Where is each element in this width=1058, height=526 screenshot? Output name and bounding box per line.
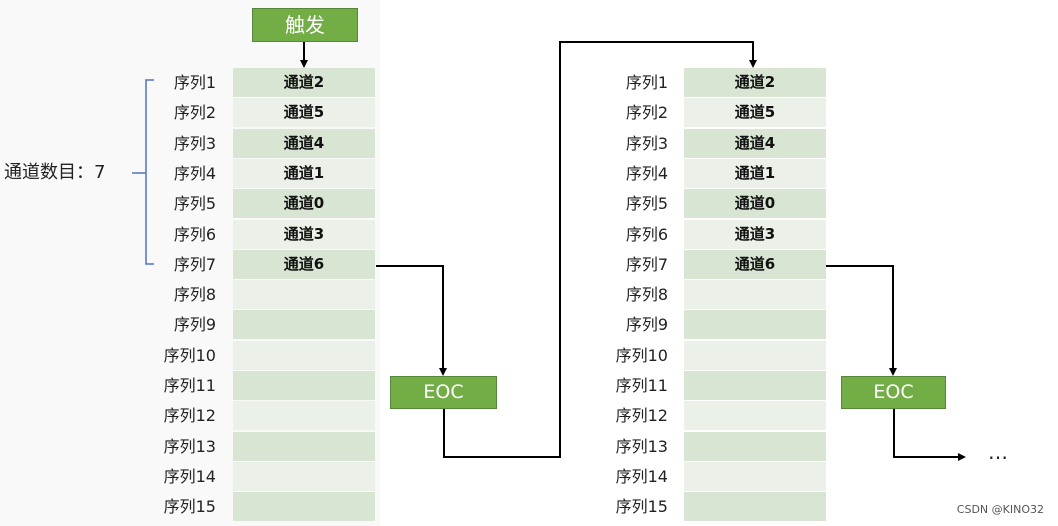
eoc2-continue-arrow [894,409,964,457]
sequence-cell: 通道4 [684,129,826,158]
sequence-label: 序列9 [130,310,216,340]
sequence-label: 序列8 [130,280,216,310]
sequence-label: 序列14 [582,462,668,492]
sequence-cell: 通道3 [233,220,375,249]
sequence-cell [684,341,826,370]
sequence-cell: 通道0 [233,189,375,218]
sequence-cell [233,371,375,400]
table2-to-eoc2-arrow [826,266,893,374]
sequence-cell [684,310,826,339]
sequence-label: 序列12 [130,401,216,431]
sequence-cell [684,492,826,521]
trigger-box: 触发 [252,8,358,42]
sequence-cell [233,310,375,339]
table1-to-eoc1-arrow [376,266,443,374]
sequence-label: 序列8 [582,280,668,310]
watermark: CSDN @KINO32 [957,503,1044,516]
sequence-cell [684,371,826,400]
sequence-label: 序列5 [130,189,216,219]
sequence-cell [684,280,826,309]
sequence-cell: 通道2 [233,68,375,97]
sequence-cell: 通道3 [684,220,826,249]
sequence-label: 序列15 [582,492,668,522]
sequence-cell [233,462,375,491]
sequence-cell: 通道5 [684,98,826,127]
sequence-label: 序列3 [582,129,668,159]
sequence-label: 序列11 [130,371,216,401]
sequence-label: 序列2 [130,98,216,128]
sequence-label: 序列13 [130,432,216,462]
sequence-cell [684,401,826,430]
sequence-label: 序列10 [130,341,216,371]
sequence-cell: 通道1 [233,159,375,188]
sequence-label: 序列5 [582,189,668,219]
sequence-cell: 通道6 [684,250,826,279]
sequence-cell [684,462,826,491]
sequence-label: 序列9 [582,310,668,340]
eoc-box-2: EOC [841,376,946,409]
sequence-label: 序列3 [130,129,216,159]
sequence-label: 序列13 [582,432,668,462]
sequence-cell: 通道4 [233,129,375,158]
sequence-cell [233,280,375,309]
sequence-cell [684,432,826,461]
sequence-label: 序列4 [130,159,216,189]
eoc-box-1: EOC [390,376,497,409]
sequence-cell [233,341,375,370]
sequence-label: 序列14 [130,462,216,492]
sequence-label: 序列12 [582,401,668,431]
sequence-label: 序列15 [130,492,216,522]
sequence-label: 序列7 [130,250,216,280]
sequence-label: 序列7 [582,250,668,280]
sequence-label: 序列6 [130,220,216,250]
sequence-cell: 通道0 [684,189,826,218]
sequence-label: 序列1 [130,68,216,98]
continuation-ellipsis: … [988,440,1009,464]
sequence-cell: 通道6 [233,250,375,279]
sequence-cell [233,492,375,521]
sequence-cell: 通道5 [233,98,375,127]
sequence-label: 序列1 [582,68,668,98]
sequence-label: 序列2 [582,98,668,128]
sequence-label: 序列4 [582,159,668,189]
sequence-cell: 通道1 [684,159,826,188]
sequence-label: 序列11 [582,371,668,401]
sequence-label: 序列10 [582,341,668,371]
sequence-cell: 通道2 [684,68,826,97]
sequence-cell [233,401,375,430]
sequence-label: 序列6 [582,220,668,250]
sequence-cell [233,432,375,461]
channel-count-label: 通道数目：7 [4,158,105,184]
